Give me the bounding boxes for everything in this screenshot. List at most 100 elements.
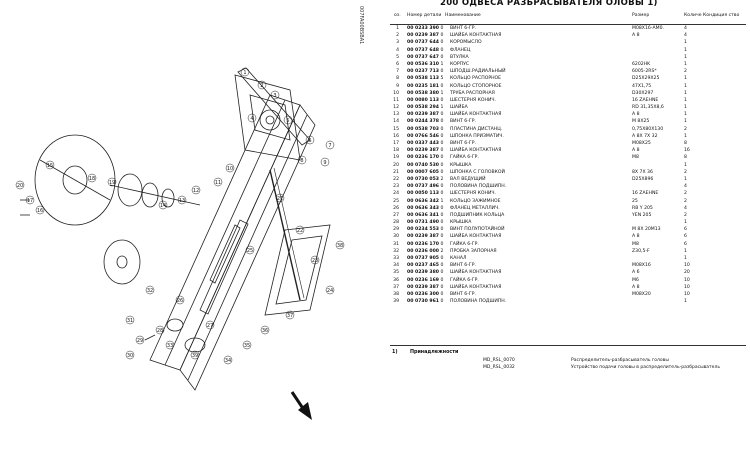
row-quantity: 1 [684,61,687,67]
part-number-base: 00 0237 713 [407,69,439,75]
part-number-suffix: 1 [440,198,444,204]
part-number-suffix: 2 [440,176,444,182]
part-number-suffix: 0 [440,119,444,125]
row-size: А 8 [632,33,640,39]
row-part-name: ШАЙБА КОНТАКТНАЯ [450,284,502,290]
part-number-base: 00 0237 465 [407,263,439,269]
row-position: 10 [393,90,399,96]
header-pos: оз. [394,13,401,18]
side-code-text: 007FA00BSBA1 [358,6,364,45]
row-part-name: КОРПУС [450,61,470,67]
row-quantity: 2 [684,69,687,75]
part-number-suffix: 0 [440,47,444,53]
callout-32: 32 [147,288,153,294]
callout-29: 29 [137,338,143,344]
row-quantity: 1 [684,162,687,168]
part-number-suffix: 0 [440,112,444,118]
callout-36: 36 [262,328,268,334]
row-size: А 8 [632,148,640,154]
row-size: M8 [632,155,639,161]
row-quantity: 1 [684,256,687,261]
row-size: M08X25 [632,141,651,146]
part-number-base: 00 0236 170 [407,241,439,247]
callout-22: 22 [297,228,303,234]
row-position: 32 [393,248,399,254]
part-number-suffix: 0 [440,220,444,226]
row-quantity: 16 [684,148,690,154]
row-position: 37 [393,284,399,290]
row-size: 8X 7X 36 [632,169,653,175]
row-size: M08X16 [632,263,651,269]
row-position: 16 [393,133,399,139]
callout-26: 26 [177,298,183,304]
row-quantity: 8 [684,141,687,146]
footnote-code: MD_RSL_0070 [483,358,515,363]
part-number-suffix: 0 [440,148,444,154]
gearbox-housing [234,74,301,161]
row-size: А 8X 7X 32 [632,133,658,139]
row-part-name: ШПОНКА С ГОЛОВКОЙ [450,169,505,175]
row-part-name: ГАЙКА 6-ГР. [450,241,479,247]
callout-21: 21 [277,196,283,202]
part-number-base: 00 0236 169 [407,277,439,283]
footnote-title: Принадлежности [410,350,459,355]
row-part-name: ВИНТ 6-ГР. [450,119,476,125]
row-size: А 8 [632,112,640,118]
row-quantity: 8 [684,155,687,161]
callout-5: 5 [286,118,289,124]
part-number-base: 00 0737 647 [407,54,439,60]
direction-arrow-icon [290,391,312,420]
part-number-base: 00 0730 053 [407,176,439,182]
part-number-suffix: 0 [440,205,444,211]
part-number-suffix: 0 [440,126,444,132]
row-position: 21 [393,169,399,175]
row-size: D25X29X25 [632,76,660,82]
row-part-name: ШАЙБА КОНТАКТНАЯ [450,33,502,39]
row-position: 30 [393,234,399,240]
row-part-name: ШЕСТЕРНЯ КОНИЧ. [450,191,496,197]
callout-12: 12 [193,188,199,194]
row-size: Z30,5-F [632,248,650,254]
callout-24: 24 [327,288,333,294]
row-position: 36 [393,277,399,283]
callout-25: 25 [247,248,253,254]
row-quantity: 4 [684,205,687,211]
row-size: 25 [632,198,638,204]
part-number-base: 00 0636 343 [407,205,439,211]
part-number-suffix: 1 [440,90,444,96]
part-number-suffix: 2 [440,248,444,254]
part-number-suffix: 0 [440,33,444,39]
row-quantity: 20 [684,270,690,276]
part-number-base: 00 0737 648 [407,47,439,53]
row-part-name: ВИНТ 6-ГР. [450,26,476,31]
part-number-suffix: 0 [440,284,444,290]
row-part-name: ВТУЛКА [450,54,469,60]
part-number-base: 00 0737 905 [407,256,439,261]
part-number-base: 00 0007 605 [407,169,439,175]
row-part-name: ФЛАНЕЦ МЕТАЛЛИЧ. [450,205,500,211]
drive-shaft [269,169,301,301]
part-number-base: 00 0236 170 [407,155,439,161]
part-number-base: 00 0536 310 [407,61,439,67]
